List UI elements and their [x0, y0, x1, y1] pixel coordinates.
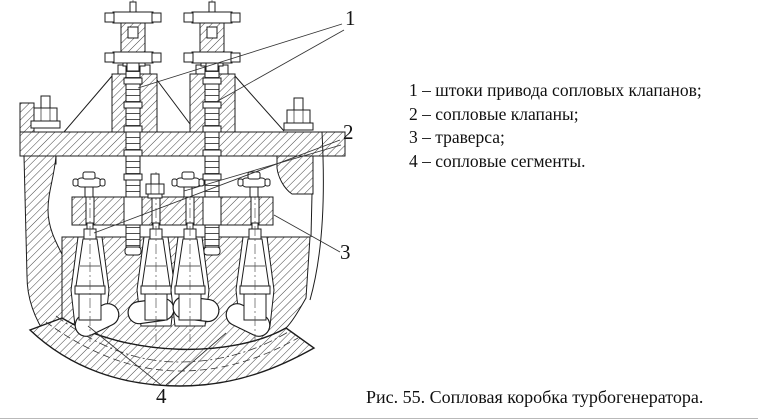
right-casing-wall — [276, 155, 314, 195]
page-bottom-rule — [0, 418, 758, 419]
legend-item: 4 – сопловые сегменты. — [409, 150, 586, 171]
callout-4: 4 — [156, 384, 167, 408]
legend-item: 1 – штоки привода сопловых клапанов; — [409, 80, 702, 100]
nozzle-box-section — [19, 0, 346, 387]
legend-item: 3 – траверса; — [409, 127, 505, 148]
traverse-bar — [71, 196, 274, 226]
drive-rod-coupling-left — [104, 1, 162, 72]
right-outer-contour — [309, 131, 324, 301]
leader-lines — [87, 23, 345, 386]
drive-rod-coupling-right — [183, 1, 241, 72]
callout-1: 1 — [345, 6, 356, 30]
cover-flange-slab — [19, 131, 346, 157]
callout-2: 2 — [343, 120, 354, 144]
figure-legend: 1 – штоки привода сопловых клапанов; 2 –… — [409, 79, 702, 173]
callout-3: 3 — [340, 240, 351, 264]
legend-item: 2 – сопловые клапаны; — [409, 103, 579, 124]
figure-caption: Рис. 55. Сопловая коробка турбогенератор… — [366, 387, 704, 407]
stem-guide-towers — [63, 57, 285, 133]
valve-stem-hex-bolt — [145, 173, 165, 199]
nozzle-segment-arc — [28, 315, 316, 387]
